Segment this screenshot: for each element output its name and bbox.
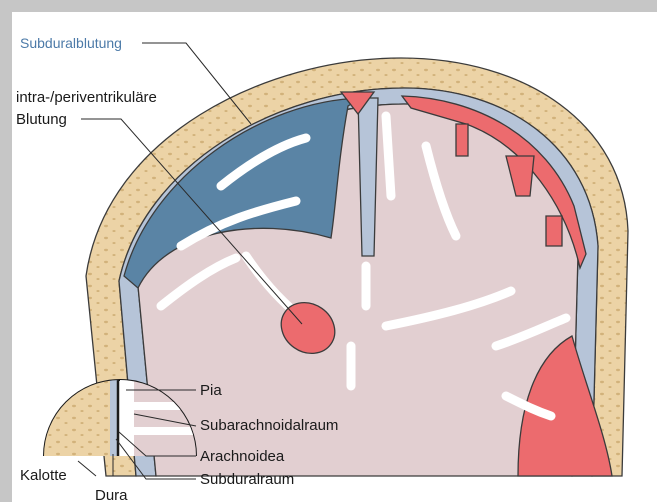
label-arachnoid: Arachnoidea <box>200 448 285 465</box>
diagram-canvas: Subduralblutung intra-/periventrikuläre … <box>12 12 657 502</box>
label-dura: Dura <box>95 487 128 502</box>
label-intraventricular-line1: intra-/periventrikuläre <box>16 89 157 106</box>
midline-falx <box>358 98 378 256</box>
label-intraventricular-line2: Blutung <box>16 111 67 128</box>
sulcal-blood-1 <box>456 124 468 156</box>
label-subdural-hemorrhage: Subduralblutung <box>20 35 122 51</box>
label-subarachnoid-space: Subarachnoidalraum <box>200 417 338 434</box>
label-subdural-space: Subduralraum <box>200 471 294 488</box>
label-skull: Kalotte <box>20 467 67 484</box>
sulcal-blood-3 <box>546 216 562 246</box>
label-pia: Pia <box>200 382 222 399</box>
brain-hemorrhage-diagram: Subduralblutung intra-/periventrikuläre … <box>12 12 657 502</box>
